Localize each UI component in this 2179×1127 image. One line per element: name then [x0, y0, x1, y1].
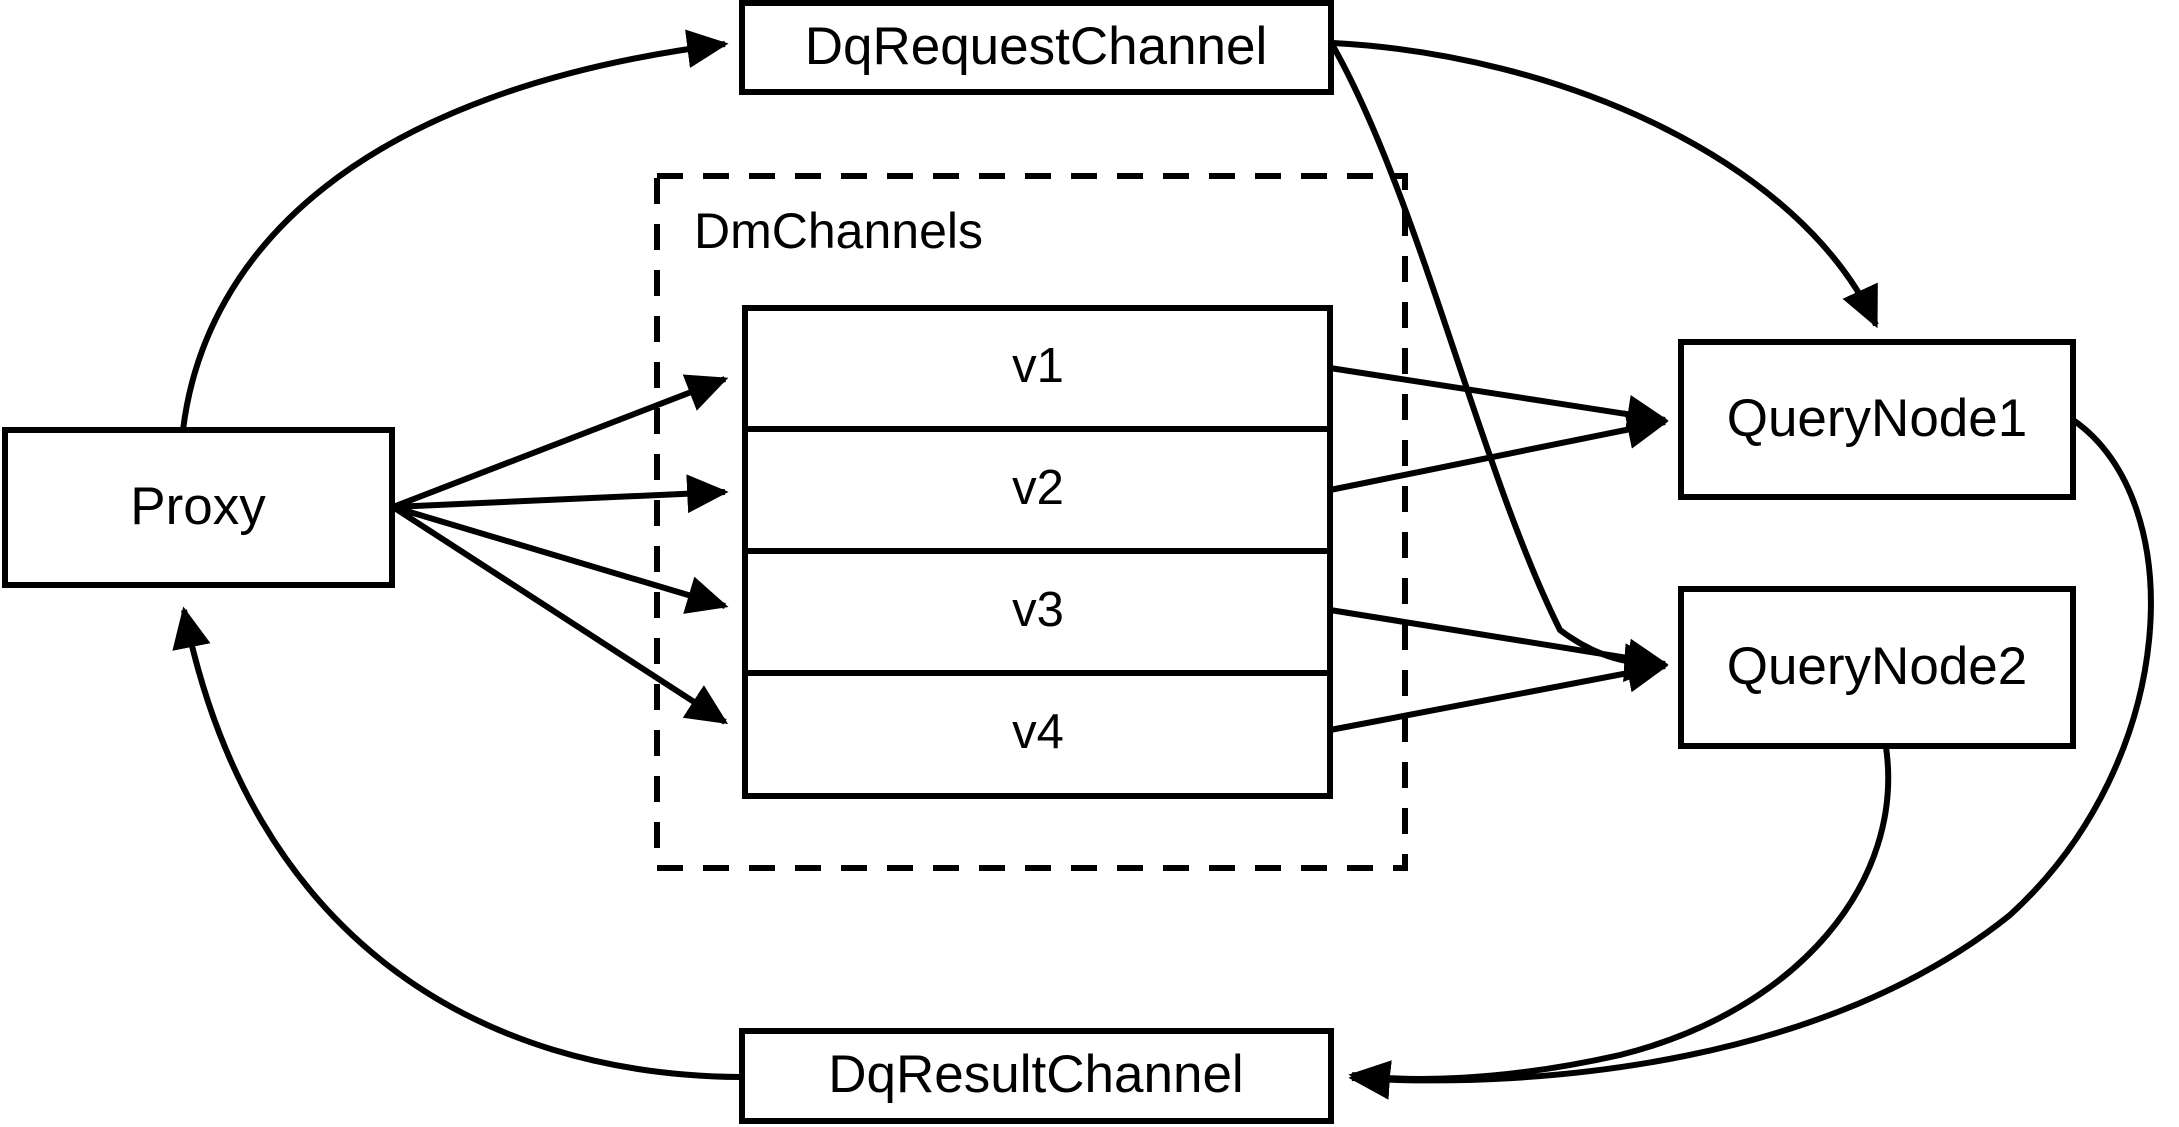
edge-dqrequestchannel-to-querynode1 [1332, 40, 1879, 329]
node-dq-result-channel[interactable]: DqResultChannel [739, 1028, 1334, 1124]
edge-v2-to-querynode1 [1329, 410, 1669, 493]
query-node-1-label: QueryNode1 [1727, 389, 2028, 448]
edge-dqresultchannel-to-proxy [172, 606, 741, 1080]
edge-querynode2-to-dqresultchannel [1348, 746, 1892, 1099]
edge-v1-to-querynode1 [1329, 365, 1669, 434]
edge-proxy-to-v2 [392, 474, 729, 514]
edge-querynode1-to-dqresultchannel [1348, 417, 2154, 1100]
node-dq-request-channel[interactable]: DqRequestChannel [739, 0, 1334, 95]
channel-label-v1: v1 [1012, 339, 1064, 393]
edge-proxy-to-v4 [391, 504, 729, 725]
proxy-label: Proxy [130, 477, 266, 536]
channel-label-v3: v3 [1012, 583, 1064, 637]
group-dm-channels: DmChannels [654, 173, 1408, 871]
dm-channels-group-box [654, 173, 1408, 871]
edge-v4-to-querynode2 [1329, 653, 1669, 733]
node-query-node-2[interactable]: QueryNode2 [1678, 586, 2076, 749]
edge-proxy-to-dqrequestchannel [180, 29, 729, 431]
query-node-2-box[interactable] [1678, 586, 2076, 749]
query-node-2-label: QueryNode2 [1727, 637, 2028, 696]
dm-channels-label: DmChannels [694, 203, 983, 259]
dq-request-channel-box[interactable] [739, 0, 1334, 95]
channel-label-v2: v2 [1012, 461, 1064, 515]
node-query-node-1[interactable]: QueryNode1 [1678, 339, 2076, 500]
dm-channels-stack: v1 v2 v3 v4 [742, 305, 1333, 799]
edge-proxy-to-v3 [392, 504, 729, 614]
edge-proxy-to-v1 [391, 374, 729, 510]
dq-result-channel-label: DqResultChannel [828, 1045, 1243, 1104]
edge-dqrequestchannel-to-querynode2 [1330, 44, 1666, 683]
channel-label-v4: v4 [1012, 705, 1064, 759]
dq-result-channel-box[interactable] [739, 1028, 1334, 1124]
dq-request-channel-label: DqRequestChannel [805, 17, 1268, 76]
query-node-1-box[interactable] [1678, 339, 2076, 500]
proxy-box[interactable] [2, 427, 395, 588]
node-proxy[interactable]: Proxy [2, 427, 395, 588]
edge-v3-to-querynode2 [1329, 607, 1669, 678]
